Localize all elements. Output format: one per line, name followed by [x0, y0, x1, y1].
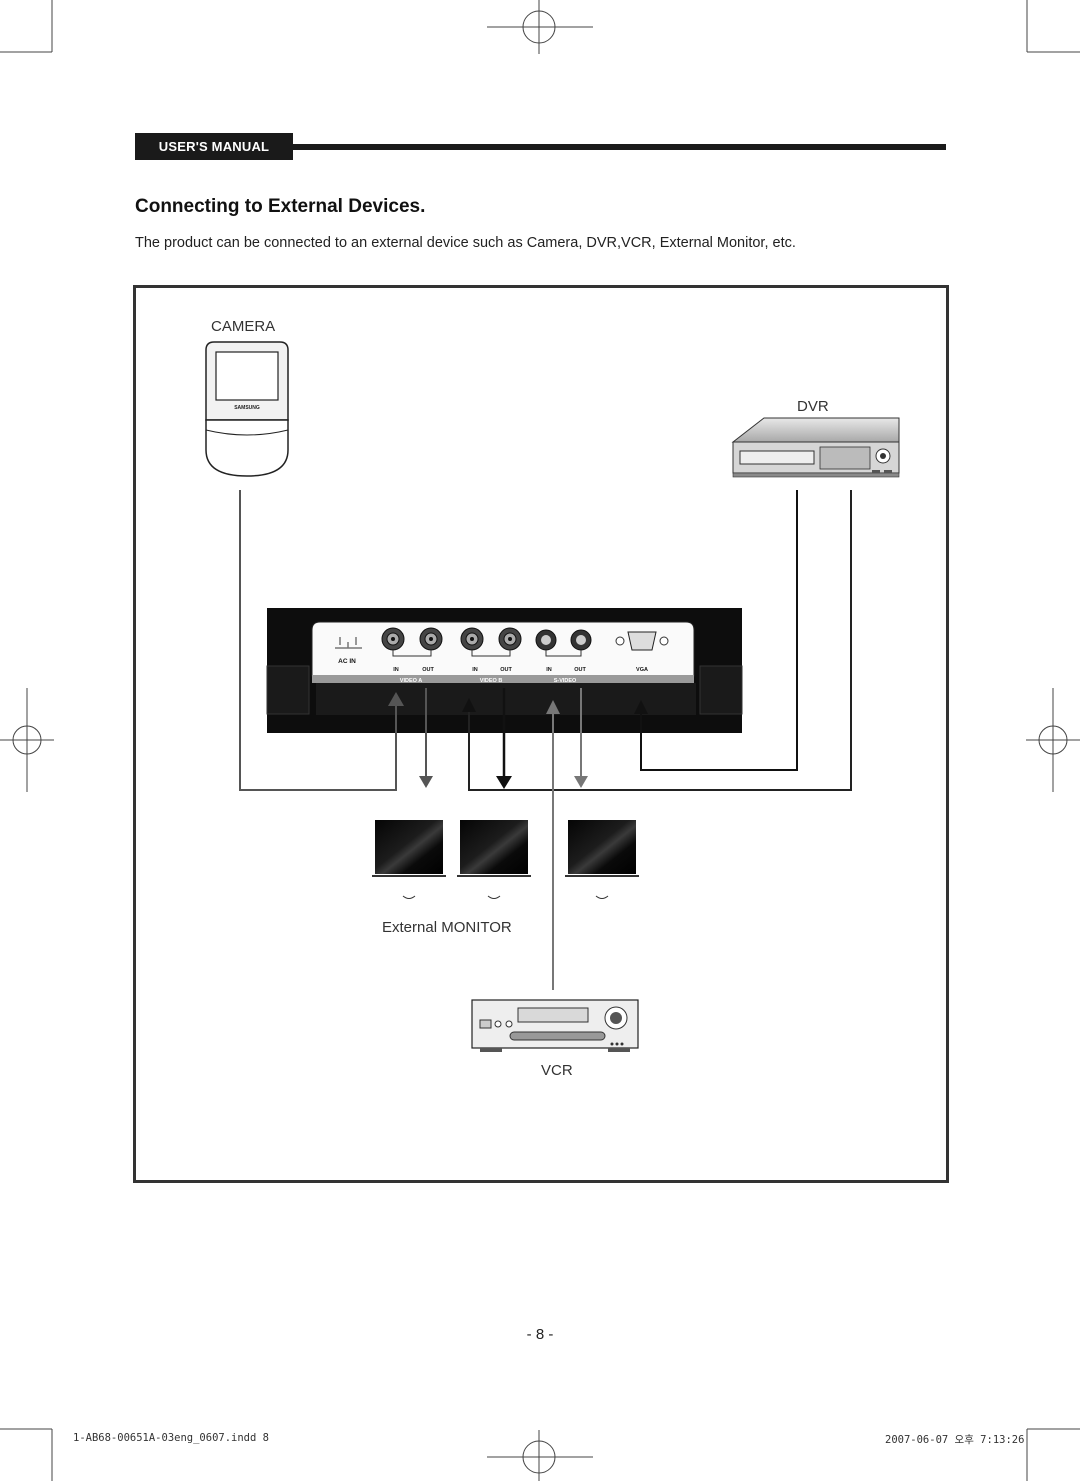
- svg-text:IN: IN: [393, 667, 399, 673]
- dvr-label: DVR: [797, 398, 829, 415]
- svg-text:VIDEO A: VIDEO A: [400, 678, 422, 684]
- dvr-icon: [731, 417, 900, 478]
- footer-timestamp: 2007-06-07 오후 7:13:26: [885, 1434, 1025, 1446]
- page-number: - 8 -: [526, 1326, 554, 1343]
- users-manual-badge: USER'S MANUAL: [135, 133, 293, 160]
- svg-text:AC IN: AC IN: [338, 658, 356, 665]
- svg-text:OUT: OUT: [500, 667, 512, 673]
- monitor-icon: [372, 820, 446, 899]
- svg-text:VGA: VGA: [636, 667, 648, 673]
- monitor-icon: [457, 820, 531, 899]
- connection-diagram-frame: [133, 285, 949, 1183]
- camera-label: CAMERA: [211, 318, 276, 335]
- vcr-label: VCR: [541, 1062, 573, 1079]
- vga-connector: [615, 631, 669, 651]
- connection-cables: [239, 490, 852, 990]
- external-monitor-label: External MONITOR: [382, 919, 512, 936]
- external-monitor-icons: [372, 820, 639, 899]
- svg-text:IN: IN: [472, 667, 478, 673]
- svg-text:OUT: OUT: [574, 667, 586, 673]
- svg-text:IN: IN: [546, 667, 552, 673]
- svg-text:VIDEO B: VIDEO B: [480, 678, 503, 684]
- vcr-icon: [471, 999, 639, 1052]
- svg-text:S-VIDEO: S-VIDEO: [554, 678, 577, 684]
- footer-file-info: 1-AB68-00651A-03eng_0607.indd 8: [73, 1432, 269, 1444]
- section-intro: The product can be connected to an exter…: [135, 235, 796, 251]
- camera-icon: SAMSUNG: [205, 341, 289, 477]
- monitor-icon: [565, 820, 639, 899]
- s-video-connectors: [535, 629, 592, 657]
- bnc-connectors: [381, 627, 522, 657]
- svg-text:OUT: OUT: [422, 667, 434, 673]
- section-title: Connecting to External Devices.: [135, 196, 426, 217]
- camera-brand-text: SAMSUNG: [234, 405, 260, 411]
- header-rule: [293, 144, 946, 150]
